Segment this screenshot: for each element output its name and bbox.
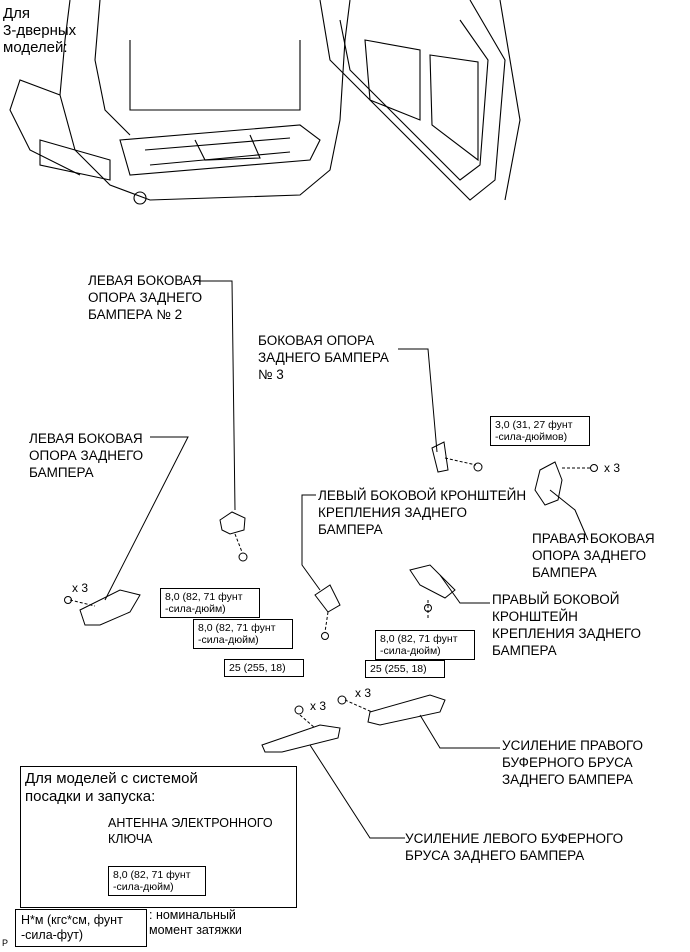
- torque-box-left-mid: 8,0 (82, 71 фунт -сила-дюйм): [160, 588, 260, 618]
- label-right-reinforcement: УСИЛЕНИЕ ПРАВОГО БУФЕРНОГО БРУСА ЗАДНЕГО…: [502, 738, 644, 787]
- inset-antenna-label: АНТЕННА ЭЛЕКТРОННОГО КЛЮЧА: [108, 816, 273, 846]
- label-right-bracket: ПРАВЫЙ БОКОВОЙ КРОНШТЕЙН КРЕПЛЕНИЯ ЗАДНЕ…: [492, 592, 641, 658]
- vehicle-rear-illustration: [9, 0, 521, 205]
- corner-mark: P: [2, 938, 9, 948]
- label-right-support: ПРАВАЯ БОКОВАЯ ОПОРА ЗАДНЕГО БАМПЕРА: [532, 531, 655, 580]
- model-header: Для 3-дверных моделей:: [3, 5, 76, 56]
- label-left-reinforcement: УСИЛЕНИЕ ЛЕВОГО БУФЕРНОГО БРУСА ЗАДНЕГО …: [405, 831, 624, 863]
- label-left-bracket: ЛЕВЫЙ БОКОВОЙ КРОНШТЕЙН КРЕПЛЕНИЯ ЗАДНЕГ…: [318, 488, 527, 537]
- label-side-support-3: БОКОВАЯ ОПОРА ЗАДНЕГО БАМПЕРА № 3: [258, 333, 389, 382]
- multiplier-x3-right-top: x 3: [604, 461, 621, 475]
- label-left-support: ЛЕВАЯ БОКОВАЯ ОПОРА ЗАДНЕГО БАМПЕРА: [29, 431, 144, 480]
- header-line-2: 3-дверных: [3, 22, 77, 39]
- torque-box-25-right: 25 (255, 18): [365, 660, 445, 678]
- inset-title: Для моделей с системой посадки и запуска…: [25, 770, 198, 805]
- torque-box-right-top: 3,0 (31, 27 фунт -сила-дюймов): [490, 416, 590, 446]
- multiplier-x3-center: x 3: [310, 699, 327, 713]
- header-line-1: Для: [3, 5, 31, 22]
- leader-lines: [69, 280, 589, 839]
- multiplier-x3-left: x 3: [72, 581, 89, 595]
- torque-box-right-bracket: 8,0 (82, 71 фунт -сила-дюйм): [375, 630, 475, 660]
- multiplier-x3-right-low: x 3: [355, 686, 372, 700]
- header-line-3: моделей:: [3, 39, 68, 56]
- torque-unit-legend: Н*м (кгс*см, фунт -сила-фут): [15, 909, 147, 947]
- torque-box-left-bracket: 8,0 (82, 71 фунт -сила-дюйм): [193, 619, 293, 649]
- torque-legend-description: : номинальный момент затяжки: [149, 908, 242, 937]
- label-left-support-2: ЛЕВАЯ БОКОВАЯ ОПОРА ЗАДНЕГО БАМПЕРА № 2: [88, 273, 203, 322]
- inset-torque-box: 8,0 (82, 71 фунт -сила-дюйм): [108, 866, 206, 896]
- torque-box-25-left: 25 (255, 18): [224, 659, 304, 677]
